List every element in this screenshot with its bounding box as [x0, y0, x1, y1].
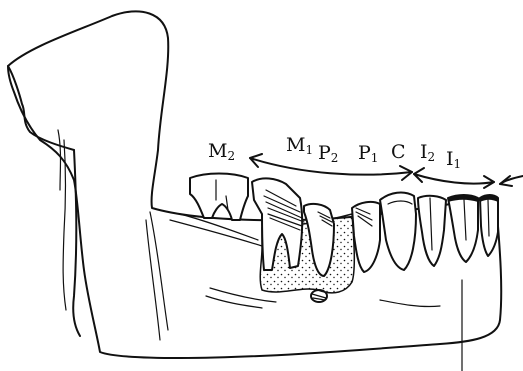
label-p2: P2	[318, 142, 338, 165]
label-i2: I2	[420, 141, 435, 164]
label-i1: I1	[446, 148, 461, 171]
tooth-m2	[190, 174, 248, 221]
label-m2: M2	[208, 140, 235, 163]
label-c: C	[391, 141, 406, 163]
arrow-i2-to-i1	[414, 174, 494, 184]
label-m1: M1	[286, 134, 313, 157]
label-p1: P1	[358, 142, 378, 165]
